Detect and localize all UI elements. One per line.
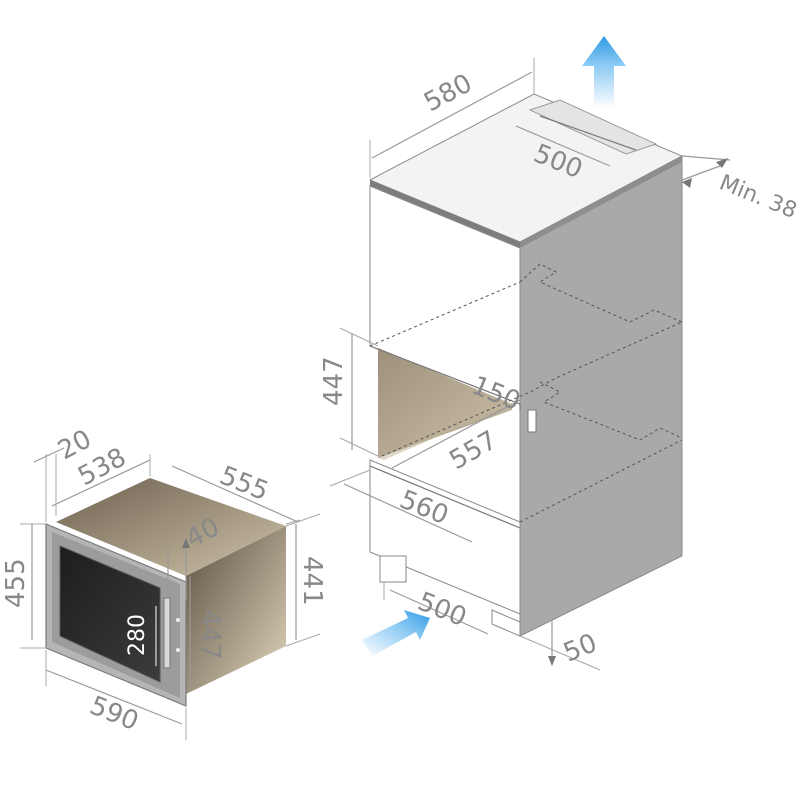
appliance <box>45 478 286 707</box>
dim-side-height: 441 <box>297 556 327 606</box>
dim-body-height: 447 <box>195 610 225 660</box>
dim-niche-height: 447 <box>319 356 349 406</box>
top-vent-slot <box>528 99 658 155</box>
dim-niche-width: 557 <box>445 425 503 476</box>
arrow-up-icon <box>582 36 626 108</box>
dim-front-height: 455 <box>1 558 31 608</box>
dim-min-gap: Min. 38 <box>716 170 800 224</box>
cabinet-plinth <box>491 609 521 637</box>
arrow-right-icon <box>362 610 430 656</box>
cabinet-dimensions <box>329 58 731 671</box>
appliance-handle <box>163 597 171 669</box>
appliance-side <box>186 526 286 694</box>
appliance-dimensions <box>20 447 321 740</box>
dim-plinth: 50 <box>559 628 601 668</box>
dim-depth: 555 <box>215 461 272 507</box>
dim-door-height: 280 <box>125 614 150 656</box>
cabinet-top-edge <box>370 180 520 248</box>
appliance-glass <box>59 545 161 683</box>
dim-cabinet-width: 580 <box>419 68 477 118</box>
cabinet-niche-floor <box>378 348 512 460</box>
appliance-top <box>56 478 286 576</box>
cabinet-bracket <box>527 409 537 433</box>
cabinet <box>368 93 684 637</box>
cabinet-drawer-front <box>369 459 521 615</box>
cabinet-foot-left <box>379 555 407 583</box>
cabinet-top-edge-side <box>520 156 682 248</box>
dim-front-width: 590 <box>85 691 142 737</box>
